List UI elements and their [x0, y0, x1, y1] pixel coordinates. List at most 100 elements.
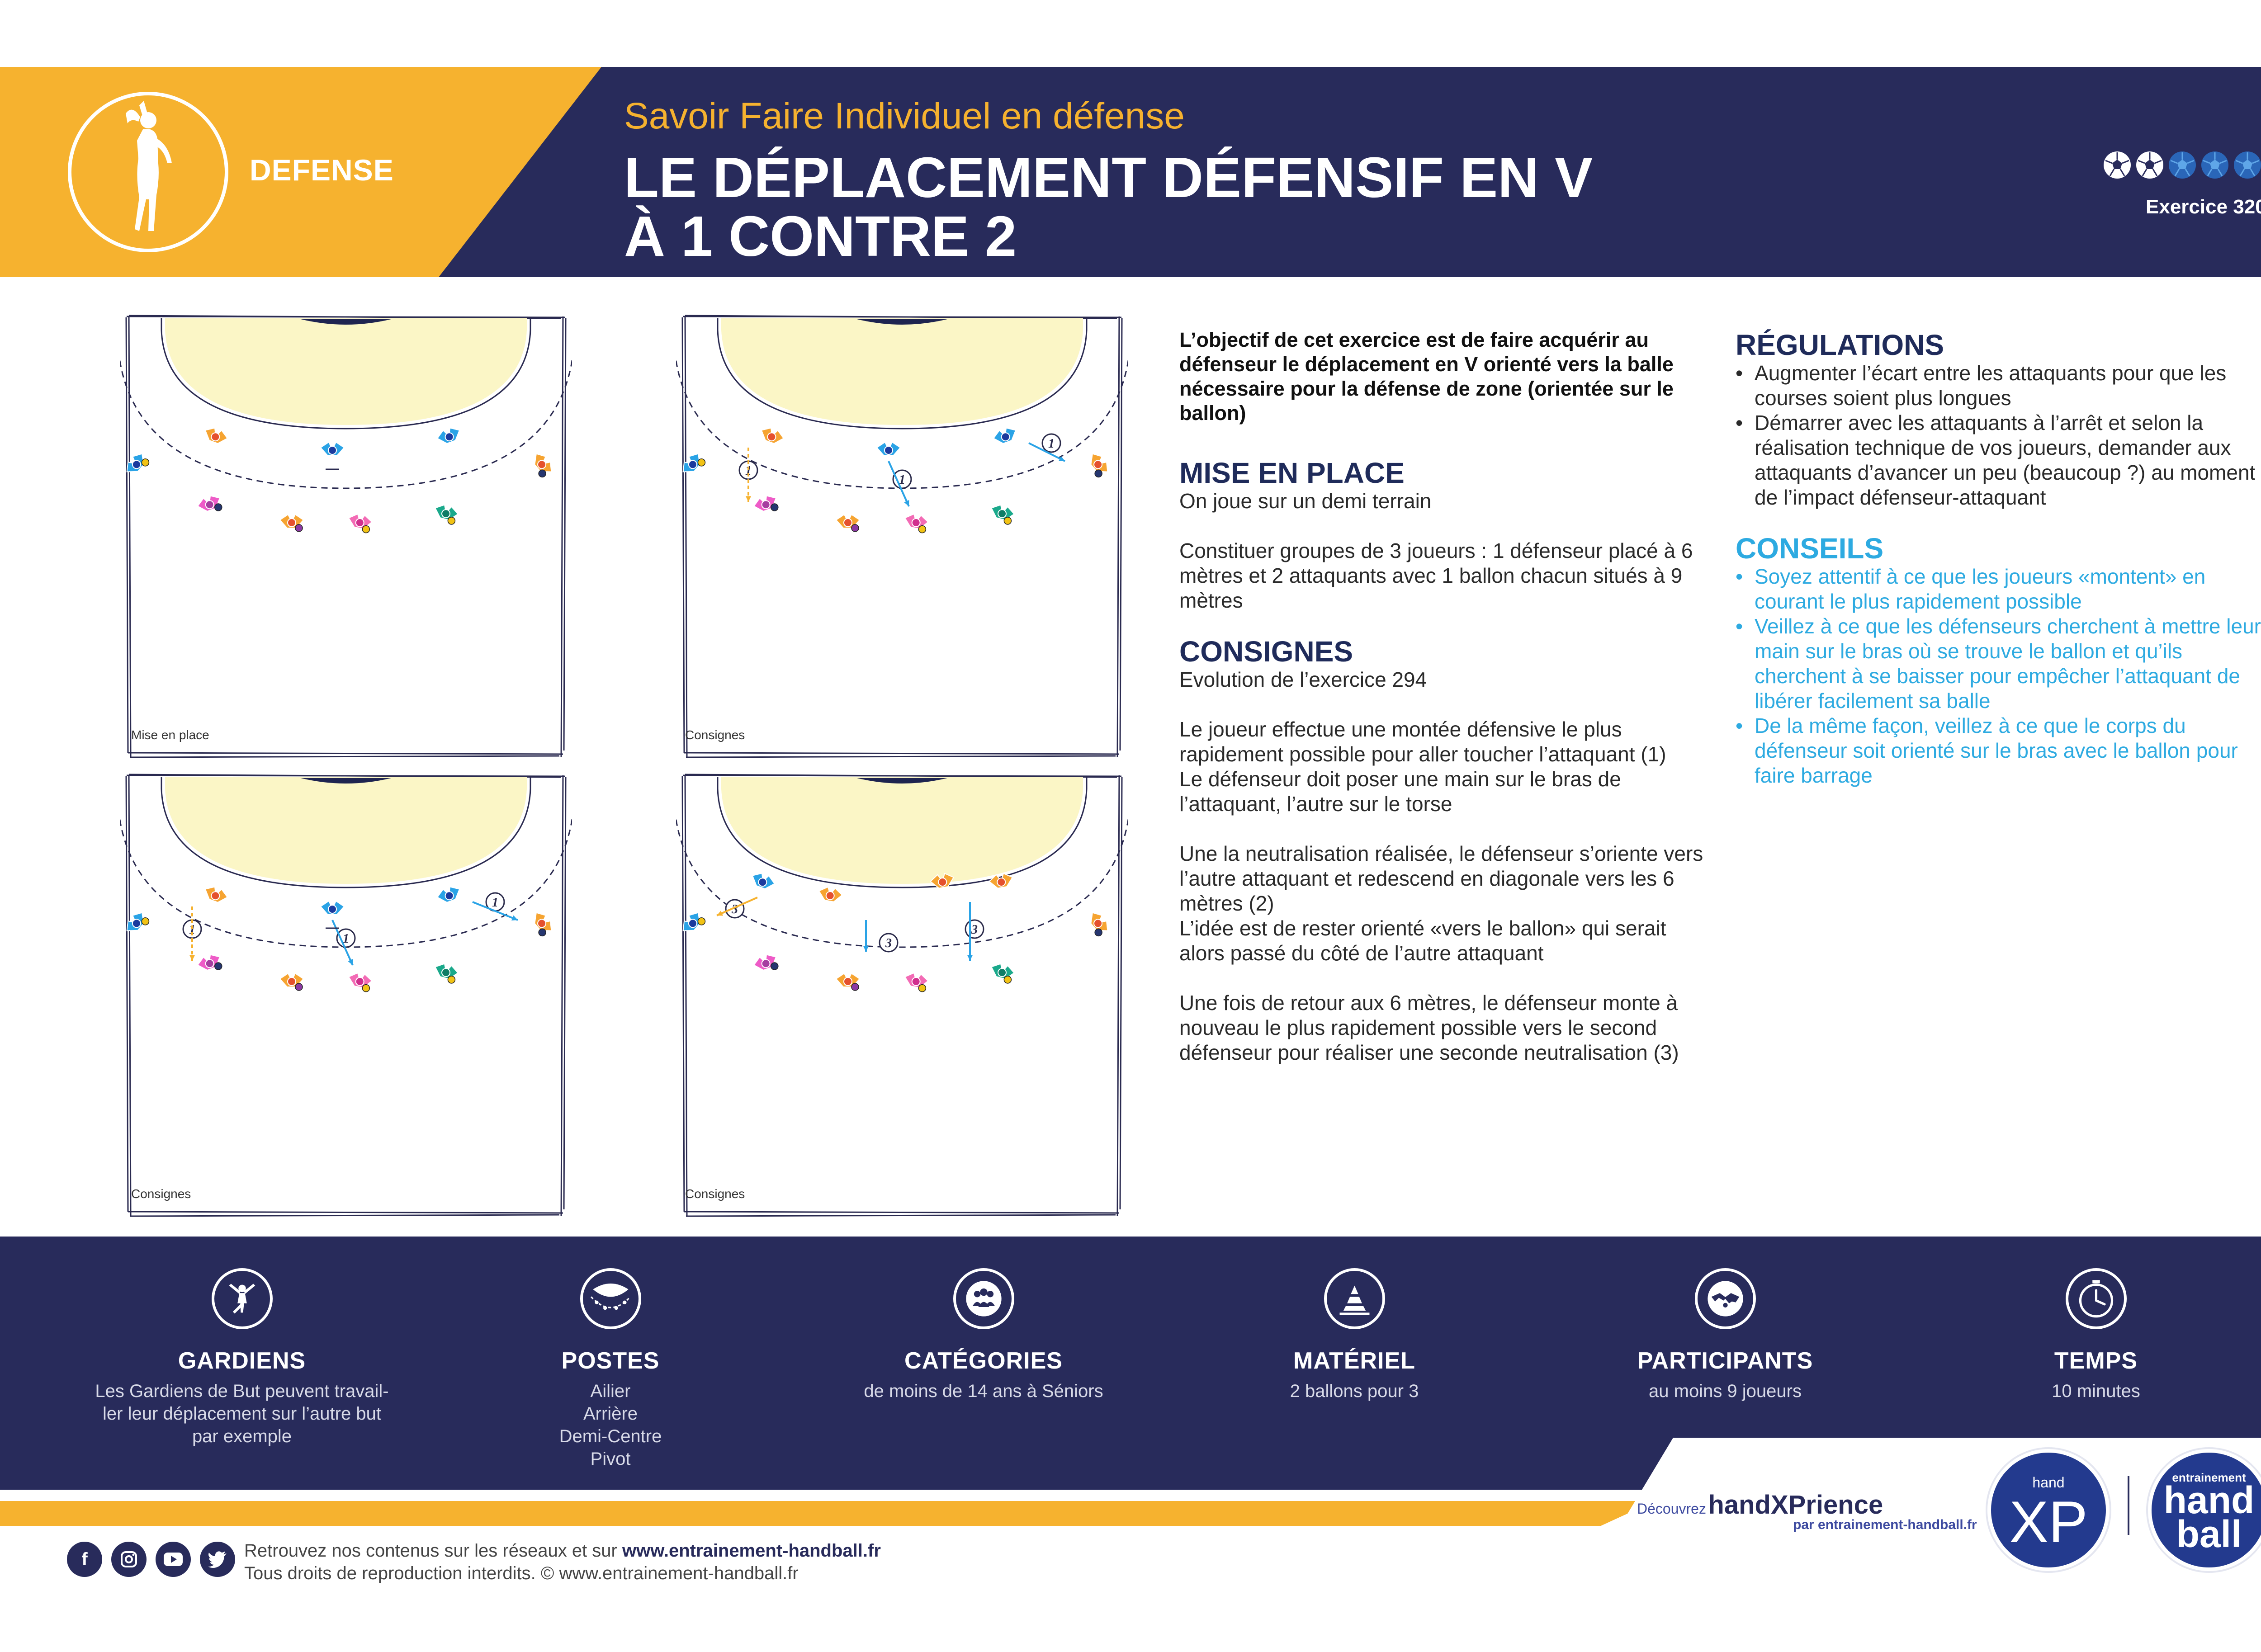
info-title: GARDIENS	[178, 1348, 306, 1374]
court-side-line	[681, 316, 688, 758]
court-center-line	[684, 1211, 1120, 1217]
player-marker	[435, 963, 459, 984]
diagram-caption: Consignes	[685, 728, 745, 742]
player-marker	[126, 453, 150, 472]
player-marker	[436, 427, 460, 444]
info-text: 10 minutes	[2052, 1381, 2140, 1401]
player-marker	[876, 441, 901, 456]
player-marker	[993, 427, 1017, 444]
facebook-icon[interactable]: f	[67, 1542, 102, 1577]
court-center-line	[128, 1211, 563, 1217]
player-marker	[989, 873, 1013, 889]
player-marker	[818, 886, 843, 902]
ball-icon	[851, 524, 859, 532]
logo-divider	[2128, 1476, 2129, 1535]
promo-small: Découvrez	[1637, 1501, 1706, 1517]
mise-en-place-text: On joue sur un demi terrain Constituer g…	[1179, 489, 1693, 612]
group-icon	[953, 1268, 1014, 1329]
court-side-line	[125, 316, 132, 758]
step-number: 3	[879, 933, 899, 953]
website-link[interactable]: www.entrainement-handball.fr	[622, 1541, 881, 1561]
ball-icon	[447, 517, 456, 525]
difficulty-ball-icon	[2200, 151, 2229, 179]
twitter-icon[interactable]	[200, 1542, 235, 1577]
info-participants: PARTICIPANTS au moins 9 joueurs	[1540, 1268, 1911, 1402]
arrow-head	[745, 496, 752, 502]
court-drawing: 333	[676, 774, 1128, 1217]
consignes-text: Evolution de l’exercice 294 Le joueur ef…	[1179, 668, 1703, 1064]
info-title: MATÉRIEL	[1293, 1348, 1415, 1374]
court-side-line	[560, 316, 567, 758]
promo-by: par entrainement-handball.fr	[1793, 1517, 1977, 1532]
cone-icon	[1324, 1268, 1385, 1329]
list-item: De la même façon, veillez à ce que le co…	[1736, 713, 2261, 788]
info-title: TEMPS	[2054, 1348, 2138, 1374]
copyright-line: Tous droits de reproduction interdits. ©…	[244, 1563, 799, 1583]
clock-icon	[2065, 1268, 2127, 1329]
info-categories: CATÉGORIES de moins de 14 ans à Séniors	[798, 1268, 1169, 1402]
move-arrow	[1028, 442, 1065, 462]
court-center-line	[128, 752, 563, 758]
player-marker	[197, 495, 222, 512]
step-number: 3	[965, 919, 984, 939]
eh-logo-mid: hand	[2163, 1479, 2255, 1521]
category-label: DEFENSE	[250, 153, 394, 187]
promo-brand: handXPrience	[1708, 1490, 1883, 1520]
court-end-line	[126, 774, 566, 778]
court-positions-icon	[580, 1268, 641, 1329]
player-marker	[682, 453, 706, 472]
entrainement-handball-logo[interactable]: entrainement hand ball	[2148, 1449, 2261, 1571]
info-text: 2 ballons pour 3	[1290, 1381, 1419, 1401]
main-text-column: L’objectif de cet exercice est de faire …	[1179, 328, 1713, 1065]
diagram-mise-en-place: Mise en place	[120, 312, 572, 764]
difficulty-ball-icon	[2135, 151, 2164, 179]
arrow-head	[904, 500, 909, 506]
section-title-regulations: RÉGULATIONS	[1736, 329, 1944, 361]
six-meter-line	[161, 777, 531, 888]
difficulty-ball-icon	[2103, 151, 2132, 179]
ball-icon	[1094, 928, 1102, 937]
info-materiel: MATÉRIEL 2 ballons pour 3	[1169, 1268, 1540, 1402]
ball-icon	[141, 917, 150, 925]
ball-icon	[697, 917, 706, 925]
player-marker	[1090, 912, 1108, 937]
goal	[857, 778, 947, 784]
player-marker	[753, 954, 779, 971]
list-item: Augmenter l’écart entre les attaquants p…	[1736, 361, 2261, 411]
side-text-column: RÉGULATIONS Augmenter l’écart entre les …	[1736, 329, 2261, 788]
info-text: Ailier Arrière Demi-Centre Pivot	[559, 1381, 662, 1469]
player-marker	[126, 912, 150, 931]
promo-text[interactable]: Découvrez handXPrience par entrainement-…	[1637, 1490, 1977, 1533]
exercise-number: Exercice 320	[2146, 196, 2261, 218]
step-number: 1	[1041, 433, 1061, 453]
player-marker	[348, 972, 373, 992]
ball-icon	[771, 503, 779, 511]
title-line-1: LE DÉPLACEMENT DÉFENSIF EN V	[624, 146, 1593, 209]
arrow-head	[967, 955, 973, 961]
goal	[301, 319, 391, 325]
svg-text:3: 3	[971, 923, 978, 937]
player-silhouette-icon	[126, 101, 172, 231]
ball-icon	[851, 983, 859, 991]
svg-text:1: 1	[1048, 437, 1055, 451]
list-item: Veillez à ce que les défenseurs cherchen…	[1736, 614, 2261, 713]
info-title: CATÉGORIES	[904, 1348, 1063, 1374]
player-marker	[279, 972, 304, 991]
player-marker	[320, 441, 345, 456]
eh-logo-top: entrainement	[2172, 1471, 2246, 1484]
ball-icon	[362, 984, 370, 992]
player-marker	[204, 886, 228, 903]
handxprience-logo[interactable]: hand XP	[1987, 1449, 2110, 1571]
player-marker	[753, 495, 779, 512]
arrow-head	[511, 915, 518, 920]
eh-logo-bot: ball	[2176, 1513, 2242, 1555]
youtube-icon[interactable]	[156, 1542, 191, 1577]
instagram-icon[interactable]	[111, 1542, 147, 1577]
ball-icon	[538, 928, 546, 937]
step-number: 1	[892, 469, 912, 489]
ball-icon	[214, 503, 222, 511]
page-title: LE DÉPLACEMENT DÉFENSIF EN V À 1 CONTRE …	[624, 148, 1755, 266]
goal	[857, 319, 947, 325]
ball-icon	[362, 525, 370, 533]
